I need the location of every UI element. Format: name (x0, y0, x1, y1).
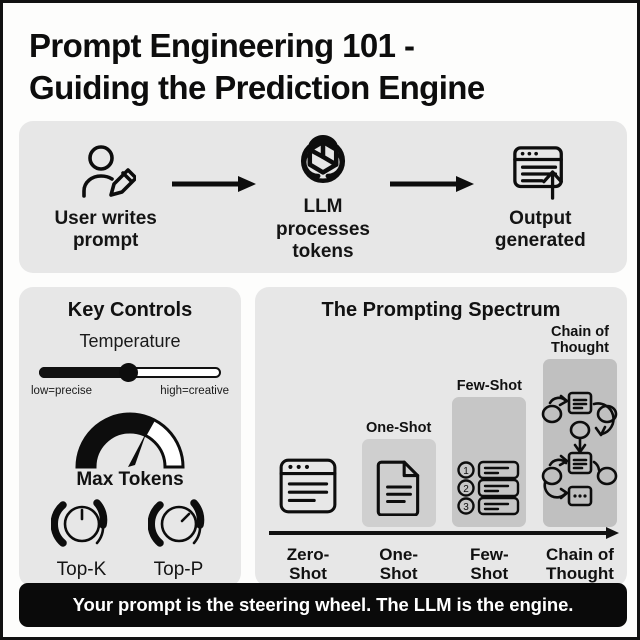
axis-arrowhead (606, 527, 619, 539)
spectrum-top-label: Few-Shot (456, 377, 522, 394)
spectrum-item-zero-shot (269, 452, 347, 527)
key-controls-panel: Key Controls Temperature low=precise hig… (19, 287, 241, 587)
spectrum-bottom-label-few-shot: Few-Shot (469, 545, 509, 584)
max-tokens-label: Max Tokens (76, 469, 184, 490)
page-title-line-2: Guiding the Prediction Engine (29, 69, 485, 107)
svg-text:3: 3 (464, 502, 470, 513)
knob-icon[interactable] (50, 495, 113, 558)
right-arrow-icon (388, 174, 476, 194)
prompting-spectrum-panel: The Prompting Spectrum (255, 287, 627, 587)
spectrum-top-label: One-Shot (366, 419, 432, 436)
page-title-line-1: Prompt Engineering 101 - (29, 27, 415, 64)
temperature-slider-thumb[interactable] (119, 363, 139, 382)
spectrum-bar (271, 455, 345, 527)
spectrum-bottom-label-one-shot: One-Shot (379, 545, 419, 584)
numbered-list-icon: 1 2 3 (456, 458, 522, 521)
svg-text:1: 1 (464, 466, 470, 477)
axis-line (269, 531, 607, 535)
temperature-high-label: high=creative (160, 385, 229, 397)
document-page-icon (373, 458, 425, 521)
knob-icon[interactable] (147, 495, 210, 558)
spectrum-bar (361, 439, 436, 527)
key-controls-title: Key Controls (67, 299, 193, 321)
openai-knot-icon (293, 130, 353, 192)
spectrum-item-one-shot: One-Shot (360, 420, 438, 527)
footer-banner: Your prompt is the steering wheel. The L… (19, 583, 627, 627)
user-writing-icon (76, 142, 136, 204)
gauge-icon (19, 405, 241, 473)
footer-text: Your prompt is the steering wheel. The L… (72, 594, 574, 615)
output-window-up-arrow-icon (509, 142, 571, 204)
chain-of-thought-network-icon (541, 390, 619, 521)
knob-top-p[interactable]: Top-P (147, 495, 210, 581)
right-arrow-axis-icon (269, 527, 619, 541)
svg-text:2: 2 (464, 484, 470, 495)
spectrum-bar: 1 2 3 (452, 397, 527, 527)
prompting-spectrum-title: The Prompting Spectrum (321, 299, 561, 321)
spectrum-bottom-label-zero-shot: Zero-Shot (286, 545, 330, 584)
temperature-slider[interactable] (39, 363, 221, 382)
page-title: Prompt Engineering 101 - Guiding the Pre… (29, 25, 625, 109)
temperature-low-label: low=precise (31, 385, 93, 397)
temperature-label: Temperature (79, 331, 181, 351)
knob-label: Top-K (56, 559, 107, 580)
right-arrow-icon (170, 174, 258, 194)
browser-window-text-icon (277, 456, 339, 521)
knob-label: Top-P (153, 559, 204, 580)
knob-top-k[interactable]: Top-K (50, 495, 113, 581)
spectrum-bar (541, 359, 619, 527)
spectrum-item-few-shot: Few-Shot 1 2 (450, 378, 528, 527)
temperature-slider-fill (39, 367, 127, 378)
